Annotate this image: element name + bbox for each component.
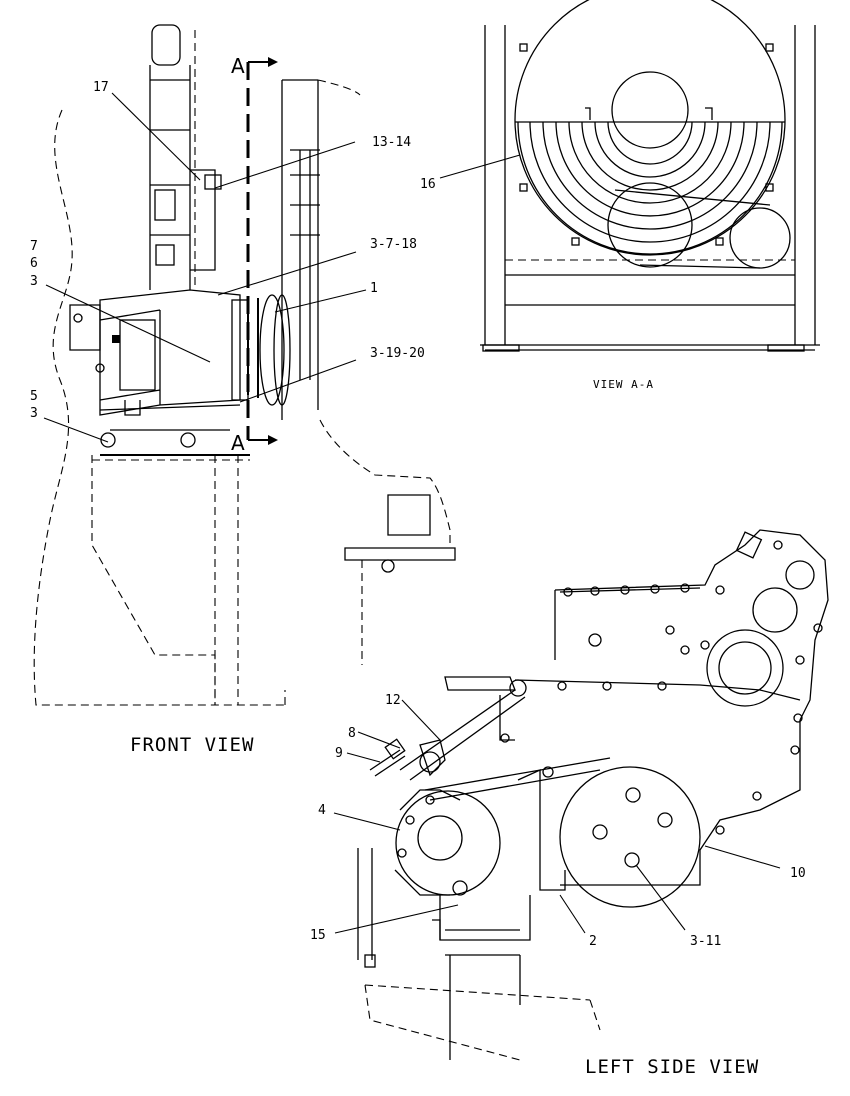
front-view-title: FRONT VIEW [130,734,254,756]
callout-2: 2 [589,934,597,949]
callout-1: 1 [370,281,378,296]
section-mark-bottom: A [231,431,245,455]
section-mark-top: A [231,54,245,78]
callout-8: 8 [348,726,356,741]
callout-16: 16 [420,177,436,192]
left-side-view-title: LEFT SIDE VIEW [585,1056,759,1078]
callout-12: 12 [385,693,401,708]
callout-3-7-18: 3-7-18 [370,237,417,252]
callout-17: 17 [93,80,109,95]
callout-9: 9 [335,746,343,761]
callout-15: 15 [310,928,326,943]
callout-5: 5 [30,389,38,404]
callout-3-11: 3-11 [690,934,721,949]
callout-4: 4 [318,803,326,818]
side-view-drawing [357,529,829,1061]
section-view-drawing [480,0,820,352]
front-view-drawing [33,24,456,706]
callout-3-lower: 3 [30,406,38,421]
view-a-a-title: VIEW A-A [593,378,654,391]
callout-10: 10 [790,866,806,881]
callout-3-front: 3 [30,274,38,289]
callout-13-14: 13-14 [372,135,411,150]
callout-7: 7 [30,239,38,254]
callout-6: 6 [30,256,38,271]
callout-3-19-20: 3-19-20 [370,346,425,361]
leader-lines [43,92,781,934]
